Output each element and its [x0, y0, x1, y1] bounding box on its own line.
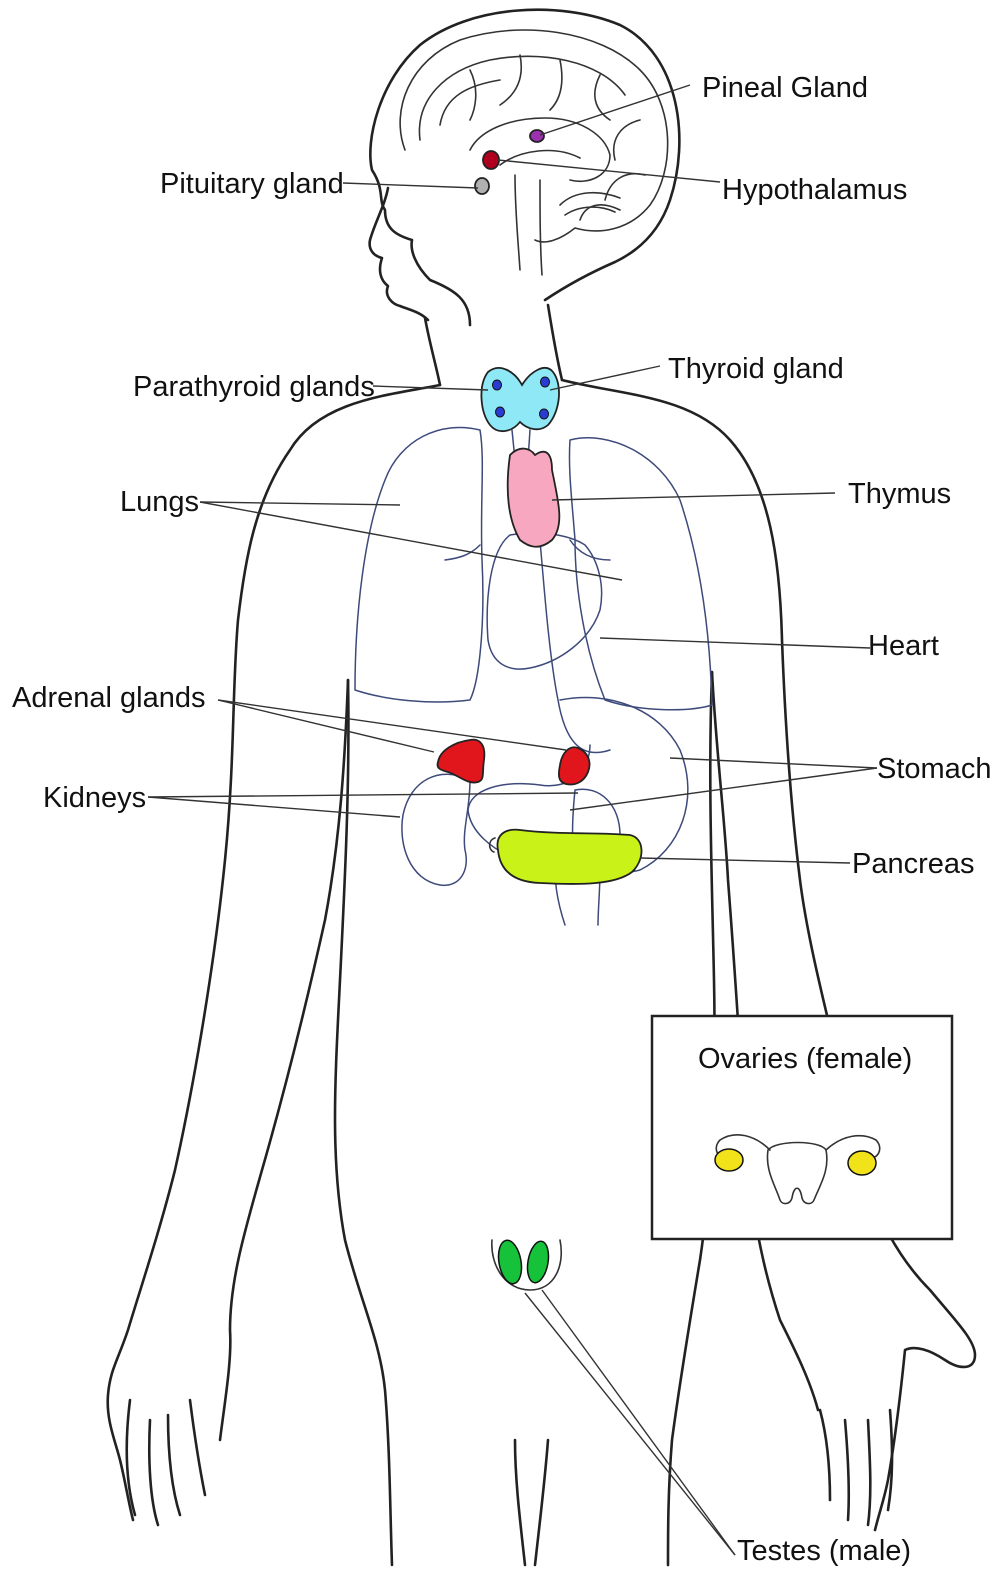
- pituitary-gland-label: Pituitary gland: [160, 168, 344, 200]
- hypothalamus-label: Hypothalamus: [722, 174, 907, 206]
- thymus-label: Thymus: [848, 478, 951, 510]
- labels: Pineal Gland Pituitary gland Hypothalamu…: [12, 72, 991, 1567]
- ovaries-label: Ovaries (female): [698, 1043, 912, 1075]
- testes: [492, 1238, 561, 1290]
- thyroid-gland-label: Thyroid gland: [668, 353, 844, 385]
- stomach-label: Stomach: [877, 753, 991, 785]
- ovary-right: [848, 1151, 876, 1175]
- testes-label: Testes (male): [737, 1535, 911, 1567]
- brain: [400, 30, 668, 275]
- pituitary-gland: [475, 178, 489, 194]
- ovaries-inset: Ovaries (female): [652, 1016, 952, 1239]
- parathyroid-glands-label: Parathyroid glands: [133, 371, 375, 403]
- pancreas: [497, 830, 641, 884]
- heart-label: Heart: [868, 630, 939, 662]
- ovary-left: [715, 1149, 743, 1171]
- pineal-gland-label: Pineal Gland: [702, 72, 868, 104]
- adrenal-gland-left: [437, 740, 484, 783]
- kidneys-label: Kidneys: [43, 782, 146, 814]
- adrenal-gland-right: [559, 747, 590, 784]
- thymus: [508, 449, 560, 547]
- hypothalamus: [483, 151, 499, 169]
- pineal-gland: [530, 130, 544, 142]
- adrenal-glands-label: Adrenal glands: [12, 682, 205, 714]
- lungs-label: Lungs: [120, 486, 199, 518]
- pancreas-label: Pancreas: [852, 848, 975, 880]
- leader-lines: [148, 85, 877, 1555]
